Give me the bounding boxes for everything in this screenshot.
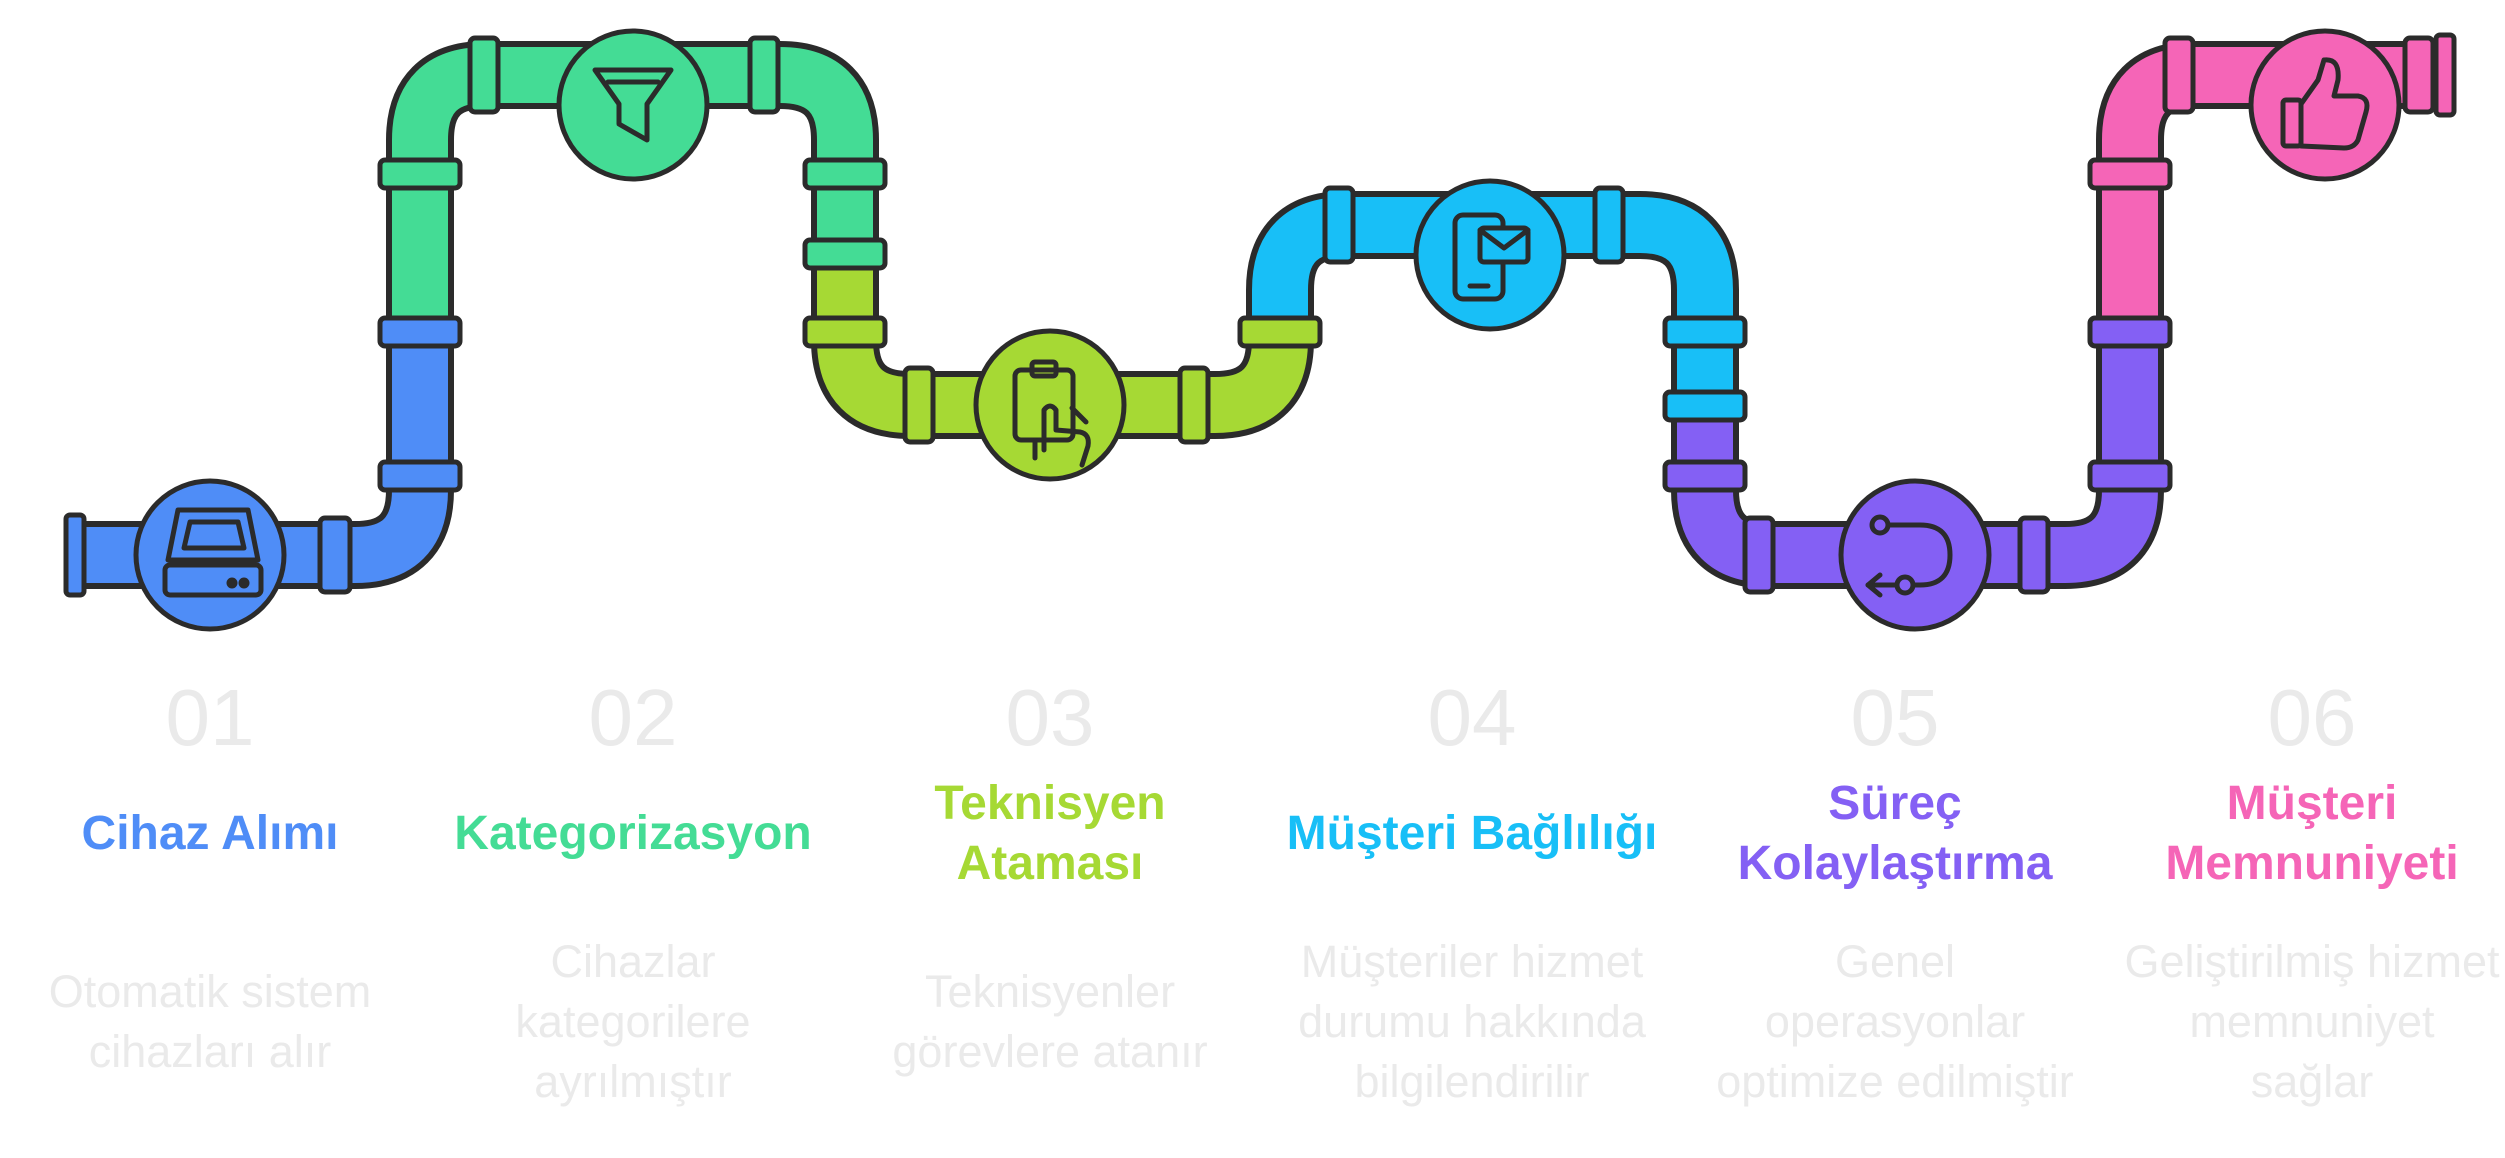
phone-message-icon (1413, 178, 1567, 332)
flange (2402, 35, 2436, 115)
step-5: 05 Süreç Kolaylaştırma Genel operasyonla… (1705, 670, 2085, 1142)
step-number: 06 (2267, 673, 2357, 762)
flange (802, 315, 888, 349)
flange (1177, 365, 1211, 445)
step-6: 06 Müşteri Memnuniyeti Geliştirilmiş hiz… (2122, 670, 2502, 1142)
step-description: Otomatik sistem cihazları alır (48, 966, 372, 1077)
filter-icon (556, 28, 710, 182)
thumbs-up-icon (2248, 28, 2402, 182)
flange (802, 157, 888, 191)
step-3: 03 Teknisyen Ataması Teknisyenler görevl… (860, 670, 1240, 1142)
flange (2087, 459, 2173, 493)
flange (63, 512, 87, 598)
flange (2017, 515, 2051, 595)
flange (1742, 515, 1776, 595)
flange (2162, 35, 2196, 115)
flange (802, 237, 888, 271)
flange (1237, 315, 1323, 349)
flange (467, 35, 501, 115)
flange (377, 157, 463, 191)
flange (377, 459, 463, 493)
step-title: Cihaz Alımı (81, 807, 339, 860)
flange (317, 515, 353, 595)
step-description: Genel operasyonlar optimize edilmiştir (1716, 936, 2074, 1107)
flange (747, 35, 781, 115)
step-title: Kategorizasyon (454, 807, 812, 860)
step-number: 05 (1850, 673, 1940, 762)
step-description: Teknisyenler görevlere atanır (892, 966, 1208, 1077)
step-number: 01 (165, 673, 255, 762)
flange (2433, 32, 2457, 118)
flange (2087, 315, 2173, 349)
step-1: 01 Cihaz Alımı Otomatik sistem cihazları… (20, 670, 400, 1142)
step-number: 03 (1005, 673, 1095, 762)
flange (902, 365, 936, 445)
flange (1322, 185, 1356, 265)
flange (1662, 315, 1748, 349)
step-description: Müşteriler hizmet durumu hakkında bilgil… (1298, 936, 1646, 1107)
step-number: 02 (588, 673, 678, 762)
step-title: Süreç Kolaylaştırma (1737, 777, 2053, 890)
route-icon (1838, 478, 1992, 632)
step-title: Teknisyen Ataması (934, 777, 1166, 890)
step-description: Geliştirilmiş hizmet memnuniyet sağlar (2124, 936, 2500, 1107)
step-title: Müşteri Bağlılığı (1286, 807, 1658, 860)
scanner-icon (133, 478, 287, 632)
flange (1592, 185, 1626, 265)
flange (377, 315, 463, 349)
step-4: 04 Müşteri Bağlılığı Müşteriler hizmet d… (1282, 670, 1662, 1142)
step-description: Cihazlar kategorilere ayrılmıştır (515, 936, 751, 1107)
step-title: Müşteri Memnuniyeti (2165, 777, 2459, 890)
step-2: 02 Kategorizasyon Cihazlar kategorilere … (443, 670, 823, 1142)
flange (2087, 157, 2173, 191)
step-number: 04 (1427, 673, 1517, 762)
flange (1662, 459, 1748, 493)
flange (1662, 389, 1748, 423)
clipboard-hand-icon (973, 328, 1127, 482)
